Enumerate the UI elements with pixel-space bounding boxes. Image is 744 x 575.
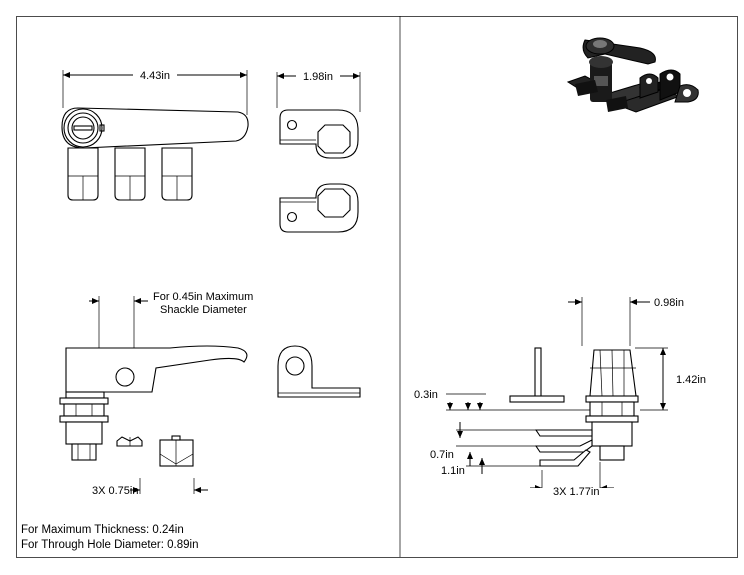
dim-overall-length: 4.43in bbox=[140, 70, 170, 82]
cam-block-middle bbox=[114, 147, 146, 201]
shackle-plate-lower bbox=[279, 183, 359, 233]
note-max-thickness: For Maximum Thickness: 0.24in bbox=[21, 524, 184, 536]
side-view-latch: For 0.45in Maximum Shackle Diameter bbox=[59, 291, 253, 497]
dim-offset-width: 0.98in bbox=[654, 297, 684, 309]
cam-block-right bbox=[161, 147, 193, 201]
shackle-note-line2: Shackle Diameter bbox=[160, 304, 247, 316]
sheet-border bbox=[16, 16, 738, 558]
cam-profile-left bbox=[116, 436, 143, 447]
side-view-shackle bbox=[277, 345, 361, 398]
isometric-view bbox=[566, 37, 699, 113]
cam-block-left bbox=[67, 147, 99, 201]
dim-shackle-width: 1.98in bbox=[303, 71, 333, 83]
dim-cam-thickness: 0.3in bbox=[414, 389, 438, 401]
front-view-latch: 0.98in 1.42in bbox=[406, 297, 726, 502]
dim-cam-width: 3X 0.75in bbox=[92, 485, 138, 497]
cam-profile-right bbox=[159, 435, 194, 467]
shackle-plate-upper bbox=[279, 109, 359, 159]
dim-overall-height: 1.42in bbox=[676, 374, 706, 386]
dim-cam-spacing-a: 0.7in bbox=[430, 449, 454, 461]
top-view-handle: 4.43in bbox=[61, 68, 249, 201]
note-hole-diameter: For Through Hole Diameter: 0.89in bbox=[21, 539, 199, 551]
dim-cam-length: 3X 1.77in bbox=[553, 486, 599, 498]
shackle-note-line1: For 0.45in Maximum bbox=[153, 291, 253, 303]
top-view-shackle: 1.98in bbox=[276, 69, 361, 233]
dim-cam-spacing-b: 1.1in bbox=[441, 465, 465, 477]
